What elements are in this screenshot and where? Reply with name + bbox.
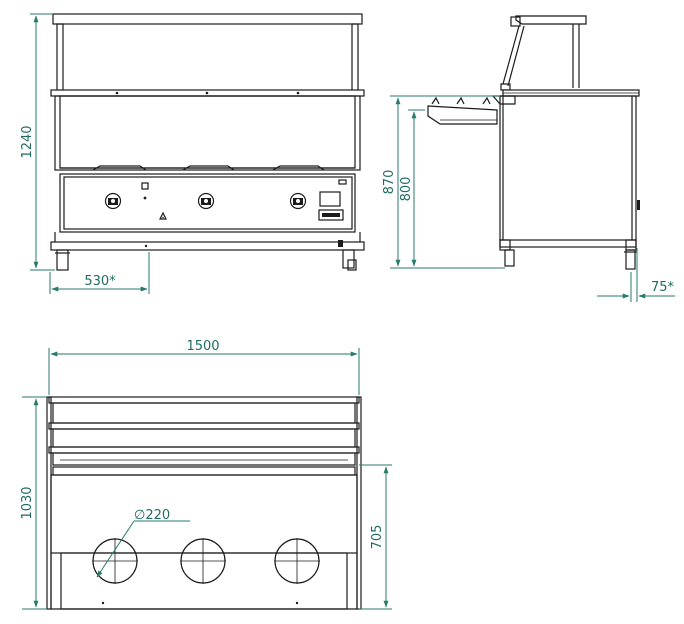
- top-width-dimension: 1500: [48, 339, 360, 395]
- dim-705-label: 705: [370, 525, 385, 550]
- side-view: [427, 15, 640, 270]
- front-view: [50, 13, 365, 271]
- side-height-800-dimension: 800: [399, 109, 425, 267]
- dim-870-label: 870: [382, 170, 397, 195]
- dim-1240-label: 1240: [20, 125, 35, 158]
- dim-1500-label: 1500: [186, 339, 219, 354]
- well-circle: [274, 538, 320, 584]
- dim-800-label: 800: [399, 177, 414, 202]
- knob-icon: [289, 192, 307, 210]
- well-circle: [92, 538, 138, 584]
- top-counter-depth-dimension: 705: [359, 464, 392, 610]
- side-height-870-dimension: 870: [382, 95, 505, 269]
- top-depth-dimension: 1030: [20, 396, 47, 610]
- knob-icon: [197, 192, 215, 210]
- warning-icon: [159, 211, 167, 220]
- well-diameter-dimension: ∅220: [96, 508, 190, 578]
- display-icon: [319, 191, 341, 207]
- dim-530-label: 530*: [84, 274, 116, 289]
- top-view: [46, 396, 362, 610]
- dim-75-label: 75*: [651, 280, 675, 295]
- side-leg-offset-dimension: 75*: [597, 248, 675, 302]
- well-circle: [180, 538, 226, 584]
- dim-220-label: ∅220: [134, 508, 170, 523]
- front-height-dimension: 1240: [20, 13, 55, 271]
- front-leg-offset-dimension: 530*: [49, 252, 150, 294]
- dim-1030-label: 1030: [20, 486, 35, 519]
- knob-icon: [104, 192, 122, 210]
